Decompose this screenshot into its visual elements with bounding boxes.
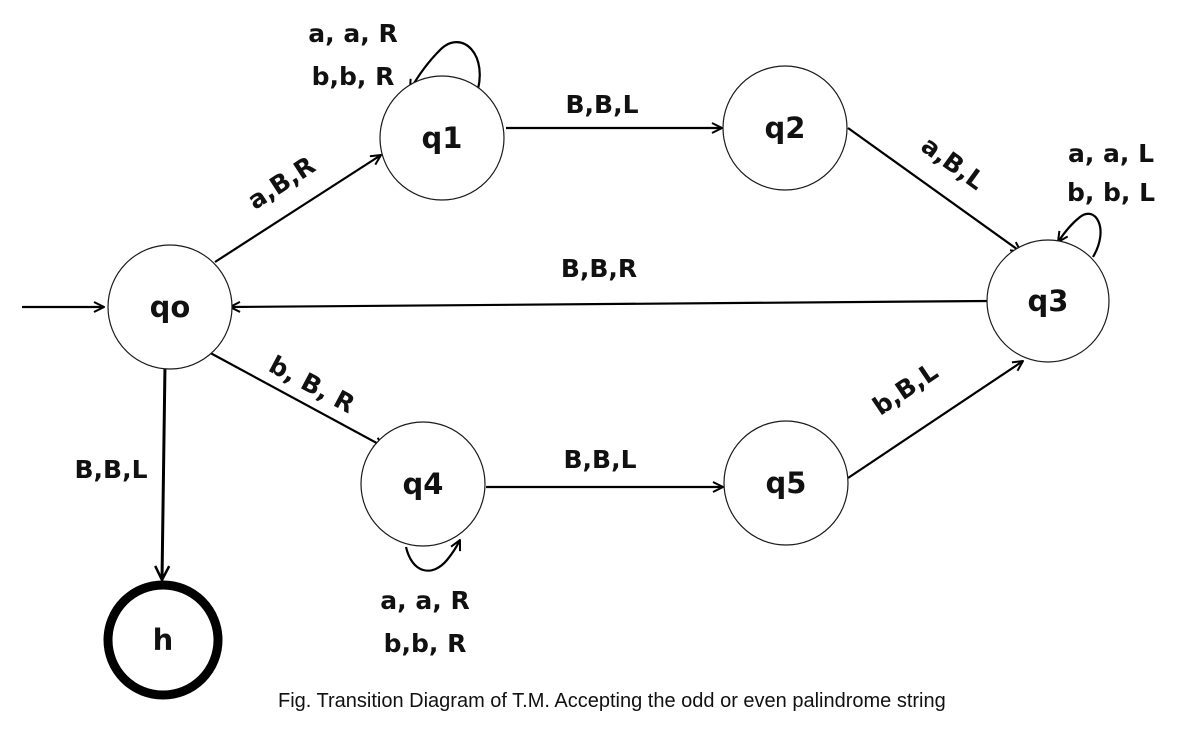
figure-caption: Fig. Transition Diagram of T.M. Acceptin… [278,690,946,712]
edge-q0-q1 [214,155,381,263]
edge-q4-self [404,540,460,572]
state-q3: q3 [986,239,1110,363]
state-q4: q4 [360,421,486,547]
edge-q3-self [1058,212,1102,258]
label-q3-self-line2: b, b, L [1067,178,1155,207]
label-q1-self-line2: b,b, R [312,62,395,91]
state-q0: qo [107,244,233,370]
label-q4-self-line1: a, a, R [380,586,469,615]
state-q1: q1 [379,75,505,201]
state-label: q2 [765,111,806,145]
label-q0-h: B,B,L [74,455,147,484]
edge-q1-self [410,41,481,97]
label-q4-self-line2: b,b, R [384,629,467,658]
state-label: h [153,623,174,657]
state-label: qo [150,290,191,324]
state-label: q5 [766,466,807,500]
state-h-final: h [103,580,223,700]
state-label: q3 [1028,284,1069,318]
edge-q3-q0 [230,299,989,307]
label-q1-q2: B,B,L [565,90,638,119]
label-q4-q5: B,B,L [563,445,636,474]
edge-q0-q4 [202,348,384,447]
edge-q5-q3 [847,361,1023,479]
state-q2: q2 [722,65,848,191]
state-label: q4 [403,467,444,501]
label-q5-q3: b,B,L [867,357,943,421]
label-q3-self-line1: a, a, L [1068,139,1154,168]
edge-q2-q3 [847,127,1021,252]
label-q1-self-line1: a, a, R [308,19,397,48]
label-q0-q1: a,B,R [242,151,320,216]
edge-q0-h [162,364,165,580]
state-q5: q5 [723,420,849,546]
state-label: q1 [422,121,463,155]
label-q3-q0: B,B,R [561,254,637,283]
